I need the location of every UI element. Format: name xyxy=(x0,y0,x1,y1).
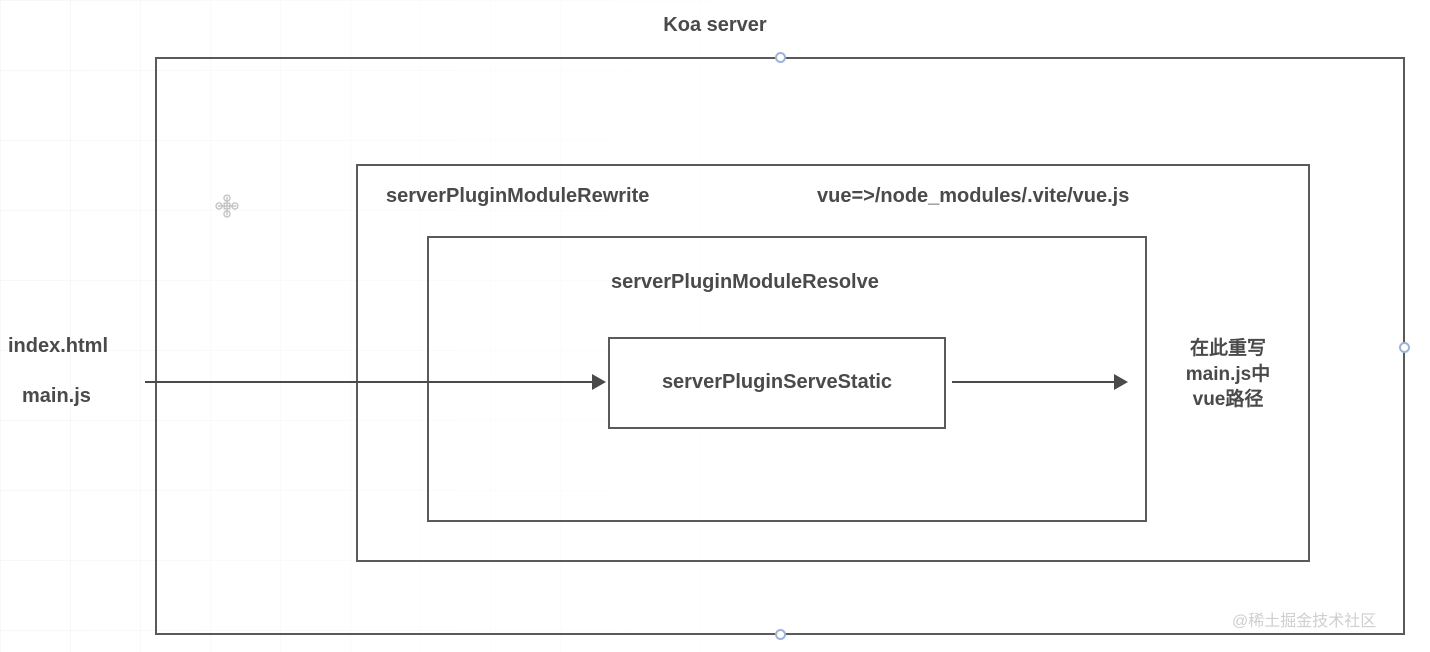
entry-label-index-html: index.html xyxy=(8,335,109,357)
entry-label-main-js: main.js xyxy=(22,385,91,407)
server-plugin-serve-static-box[interactable] xyxy=(608,337,946,429)
flow-connector-output xyxy=(952,381,1122,383)
koa-server-title: Koa server xyxy=(663,14,767,36)
connection-point-right[interactable] xyxy=(1399,342,1410,353)
server-plugin-module-resolve-box[interactable] xyxy=(427,236,1147,522)
arrow-head-icon-output xyxy=(1114,374,1128,390)
rewrite-target-note-line1: 在此重写 xyxy=(1189,338,1266,359)
watermark: @稀土掘金技术社区 xyxy=(1232,613,1377,630)
rewrite-target-note-line3: vue路径 xyxy=(1192,389,1264,411)
server-plugin-serve-static-label: serverPluginServeStatic xyxy=(661,371,893,394)
connection-point-top[interactable] xyxy=(775,52,786,63)
move-handle-icon[interactable] xyxy=(213,192,241,220)
rewrite-target-note-line2: main.js中 xyxy=(1185,363,1271,385)
server-plugin-module-resolve-label: serverPluginModuleResolve xyxy=(611,271,879,293)
server-plugin-module-rewrite-box[interactable] xyxy=(356,164,1310,562)
flow-connector-input xyxy=(145,381,600,383)
arrow-head-icon-input xyxy=(592,374,606,390)
vue-module-rewrite-note: vue=>/node_modules/.vite/vue.js xyxy=(817,185,1130,207)
connection-point-bottom[interactable] xyxy=(775,629,786,640)
server-plugin-module-rewrite-label: serverPluginModuleRewrite xyxy=(386,185,650,207)
rewrite-target-note: 在此重写 main.js中 vue路径 xyxy=(1163,336,1293,413)
